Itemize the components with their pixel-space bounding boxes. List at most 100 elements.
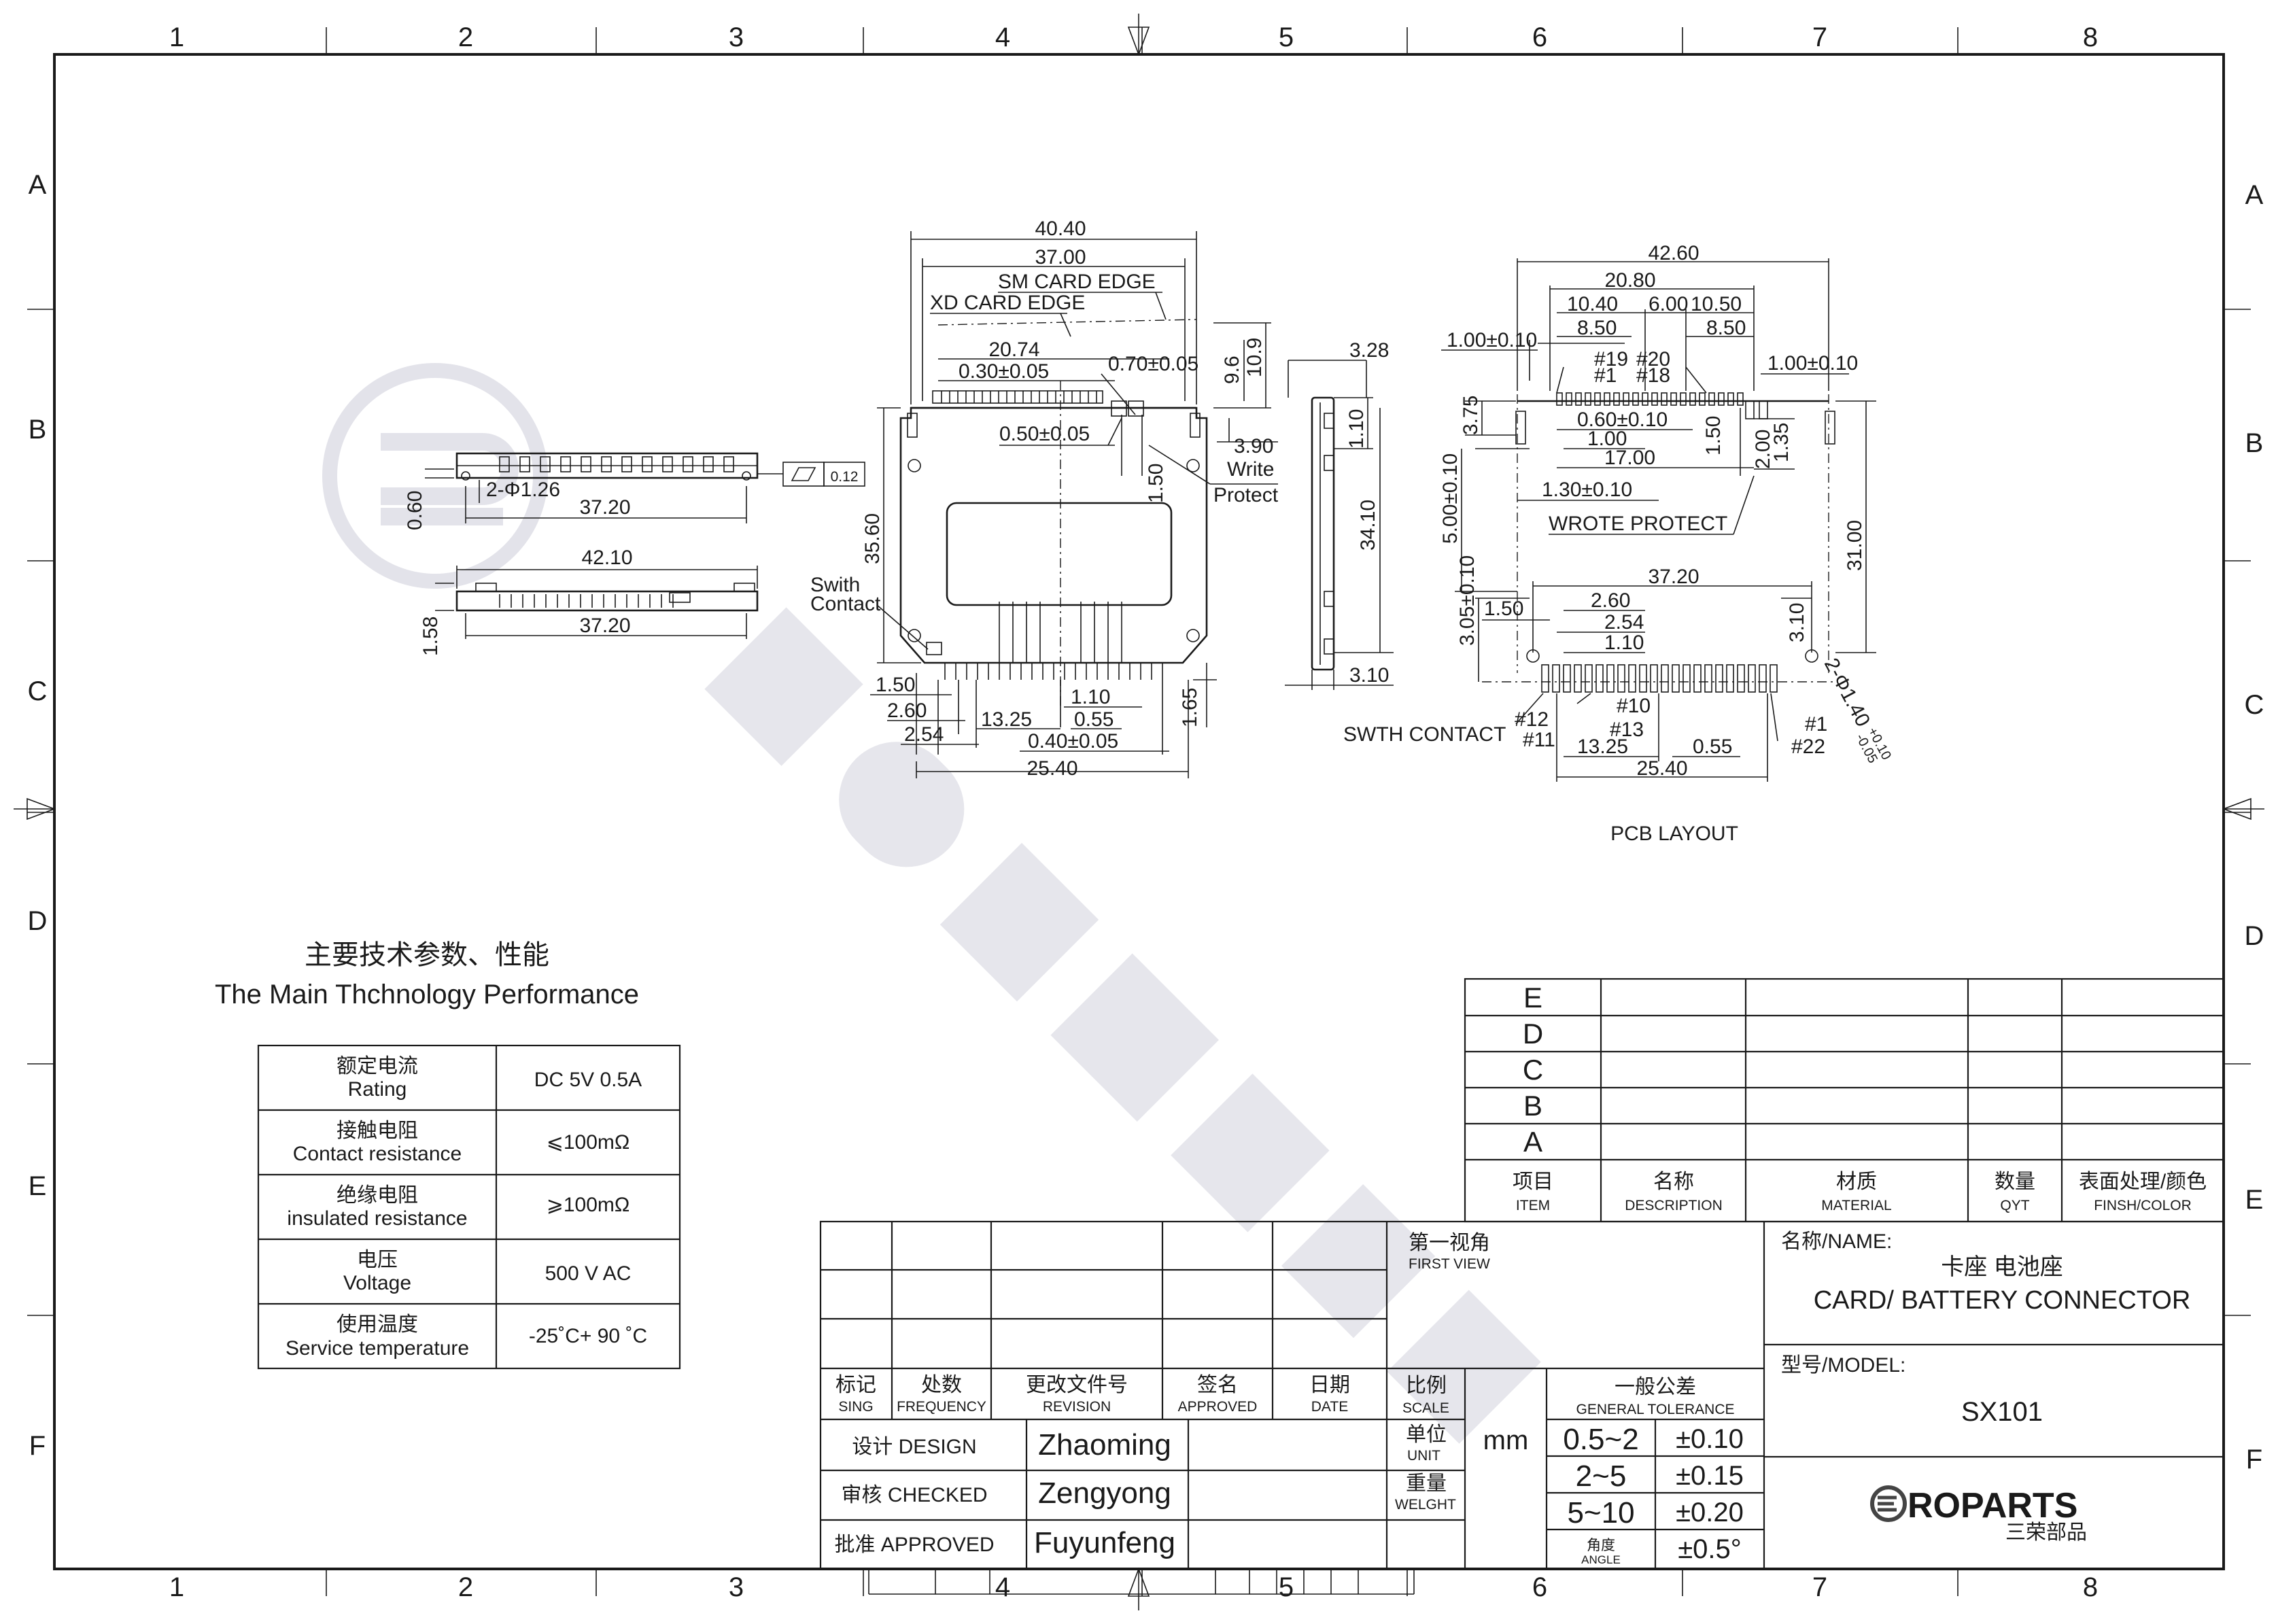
- dim-37-20-b: 37.20: [579, 615, 630, 637]
- column-label: 6: [1532, 1572, 1547, 1602]
- dim-6-00: 6.00: [1649, 293, 1688, 315]
- pin-label: #10: [1617, 695, 1651, 717]
- logo-subtext: 三荣部品: [2005, 1521, 2087, 1544]
- pin-label: #1: [1805, 713, 1827, 736]
- bom-header-cn: 项目: [1513, 1171, 1553, 1193]
- dim-1-00-right: 1.00±0.10: [1767, 352, 1858, 375]
- model-label: 型号/MODEL:: [1781, 1354, 1905, 1377]
- row-label: E: [2245, 1185, 2264, 1215]
- dim-1-58: 1.58: [419, 617, 442, 656]
- dim-35-60: 35.60: [861, 513, 884, 564]
- column-label: 5: [1279, 22, 1294, 52]
- profile-view: 3.28 1.10 34.10 3.10: [1285, 339, 1394, 690]
- pin-label: #22: [1791, 736, 1825, 758]
- rev-header-cn: 标记: [835, 1374, 876, 1396]
- dim-20-74: 20.74: [988, 339, 1039, 361]
- column-label: 4: [995, 22, 1010, 52]
- column-label: 2: [458, 1572, 473, 1602]
- tolerance-value: ±0.10: [1676, 1424, 1744, 1454]
- flatness-value: 0.12: [831, 469, 859, 485]
- spec-value: ⩽100mΩ: [547, 1131, 630, 1154]
- label-protect: Protect: [1213, 484, 1279, 506]
- row-label: A: [2245, 180, 2264, 210]
- dim-10-50: 10.50: [1691, 293, 1742, 315]
- dim-25-40-pcb: 25.40: [1636, 757, 1687, 780]
- dim-1-10: 1.10: [1345, 409, 1368, 449]
- logo-text: ROPARTS: [1908, 1486, 2077, 1525]
- row-label: B: [2245, 428, 2264, 458]
- row-label: C: [28, 676, 48, 706]
- bom-header-en: DESCRIPTION: [1625, 1198, 1723, 1213]
- dim-3-10: 3.10: [1349, 664, 1389, 687]
- dim-37-20: 37.20: [579, 496, 630, 519]
- row-label: D: [2245, 921, 2264, 951]
- rev-header-en: REVISION: [1043, 1399, 1111, 1415]
- dim-1-50-top: 1.50: [1145, 464, 1167, 503]
- spec-label-cn: 电压: [357, 1249, 398, 1271]
- column-label: 3: [729, 22, 744, 52]
- dim-42-10: 42.10: [581, 547, 632, 569]
- pin-label: #11: [1523, 729, 1555, 751]
- scale-cn: 比例: [1406, 1375, 1447, 1397]
- dim-42-60: 42.60: [1648, 242, 1699, 264]
- dim-37-20-pcb: 37.20: [1648, 566, 1699, 588]
- approval-role: 批准 APPROVED: [834, 1534, 994, 1556]
- column-label: 8: [2083, 22, 2098, 52]
- spec-value: 500 V AC: [545, 1262, 632, 1285]
- pin-label: #1: [1594, 364, 1617, 387]
- dim-hole: 2-Φ1.26: [486, 479, 560, 501]
- dim-0-30: 0.30±0.05: [959, 360, 1049, 383]
- dim-40-40: 40.40: [1035, 218, 1086, 240]
- approval-name: Fuyunfeng: [1034, 1526, 1175, 1559]
- rev-header-cn: 签名: [1197, 1374, 1238, 1396]
- performance-block: 主要技术参数、性能 The Main Thchnology Performanc…: [215, 940, 681, 1370]
- angle-en: ANGLE: [1581, 1553, 1621, 1566]
- pin-label: #19: [1594, 348, 1628, 370]
- rev-header-cn: 更改文件号: [1026, 1374, 1128, 1396]
- dim-0-60-pad: 0.60±0.10: [1577, 409, 1668, 431]
- dim-0-40: 0.40±0.05: [1028, 730, 1118, 753]
- bom-header-cn: 材质: [1836, 1171, 1877, 1193]
- dim-1-00-pad: 1.00: [1587, 428, 1627, 450]
- side-view: 0.12 2-Φ1.26 37.20 0.60 42.10: [404, 452, 865, 656]
- pin-label: #20: [1636, 348, 1670, 370]
- row-label: D: [28, 906, 48, 936]
- performance-title-en: The Main Thchnology Performance: [215, 980, 639, 1009]
- dim-20-80: 20.80: [1604, 269, 1655, 292]
- dim-13-25: 13.25: [981, 708, 1032, 731]
- dim-13-25-pcb: 13.25: [1577, 736, 1628, 758]
- dim-2-00: 2.00: [1752, 430, 1774, 469]
- column-label: 5: [1279, 1572, 1294, 1602]
- model-value: SX101: [1961, 1397, 2043, 1427]
- name-label: 名称/NAME:: [1781, 1230, 1892, 1253]
- scale-en: SCALE: [1402, 1400, 1449, 1416]
- dim-1-50-pcbb: 1.50: [1484, 598, 1523, 620]
- dim-1-30: 1.30±0.10: [1542, 479, 1632, 501]
- top-view: 40.40 37.00 SM CARD EDGE XD CARD EDGE 20…: [810, 218, 1279, 780]
- rev-header-cn: 处数: [921, 1374, 962, 1396]
- tolerance-range: 2~5: [1576, 1459, 1627, 1493]
- pcb-layout-view: 42.60 20.80 10.40 6.00 10.50 1.00±0.10 8…: [1343, 242, 1894, 845]
- spec-label-en: Rating: [348, 1078, 407, 1101]
- bom-header-cn: 名称: [1653, 1171, 1694, 1193]
- dim-0-60: 0.60: [404, 491, 426, 530]
- unit-cn: 单位: [1406, 1423, 1447, 1446]
- dim-31-00: 31.00: [1844, 520, 1866, 571]
- angle-cn: 角度: [1587, 1538, 1615, 1553]
- row-label: F: [29, 1431, 46, 1461]
- bom-header-cn: 表面处理/颜色: [2079, 1171, 2207, 1193]
- spec-label-en: Contact resistance: [293, 1143, 462, 1165]
- roparts-logo: ROPARTS 三荣部品: [1870, 1485, 2087, 1544]
- bom-header-en: MATERIAL: [1821, 1198, 1891, 1213]
- column-label: 1: [169, 22, 184, 52]
- spec-label-cn: 绝缘电阻: [336, 1184, 418, 1207]
- row-label: B: [29, 415, 47, 445]
- bom-header-en: ITEM: [1516, 1198, 1550, 1213]
- dim-1-65: 1.65: [1179, 688, 1201, 727]
- rev-header-en: FREQUENCY: [897, 1399, 986, 1415]
- column-label: 8: [2083, 1572, 2098, 1602]
- rev-header-en: DATE: [1311, 1399, 1348, 1415]
- weight-cn: 重量: [1406, 1472, 1447, 1495]
- spec-label-en: insulated resistance: [287, 1207, 467, 1230]
- dim-9-6: 9.6: [1221, 356, 1243, 384]
